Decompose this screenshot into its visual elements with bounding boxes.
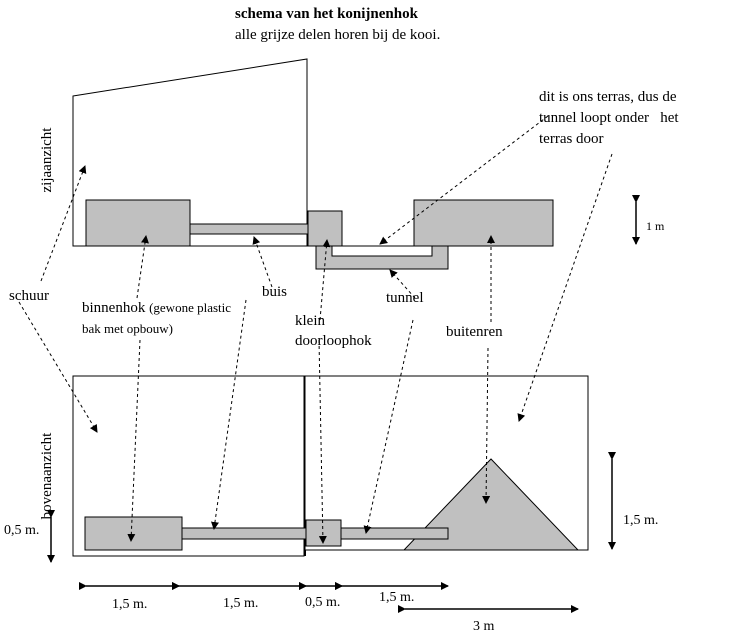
label-binnenhok-name: binnenhok [82, 300, 146, 316]
label-binnenhok: binnenhok (gewone plastic [82, 300, 231, 317]
label-klein-line-2: doorloophok [295, 333, 372, 349]
diagram-title: schema van het konijnenhok [235, 6, 418, 22]
tunnel-side [315, 245, 449, 270]
arrow-schuur-to-side [40, 165, 87, 282]
dim-label-bottom-2: 1,5 m. [223, 596, 259, 611]
terrace-note-line-2: tunnel loopt onder het [539, 110, 679, 126]
label-schuur: schuur [9, 288, 49, 304]
arrow-buitenren-to-top [482, 347, 491, 504]
label-buis: buis [262, 284, 288, 300]
arrow-tunnel-to-top [363, 319, 414, 534]
dim-label-top-height-right: 1,5 m. [623, 513, 659, 528]
label-buitenren: buitenren [446, 324, 503, 340]
label-binnenhok-note-2: bak met opbouw) [82, 321, 173, 336]
dim-label-bottom-4: 1,5 m. [379, 590, 415, 605]
arrow-schuur-to-top [18, 301, 98, 433]
doorloophok-top [305, 519, 342, 547]
buis-top [181, 527, 307, 540]
arrow-buis-to-side [252, 236, 273, 288]
leader-arrows [18, 115, 613, 544]
binnenhok-top [84, 516, 183, 551]
doorloophok-side [307, 210, 343, 247]
dim-label-total: 3 m [473, 619, 495, 634]
binnenhok-side [85, 199, 191, 247]
tunnel-top [340, 527, 449, 540]
label-binnenhok-note-1: (gewone plastic [149, 300, 232, 315]
diagram-subtitle: alle grijze delen horen bij de kooi. [235, 27, 441, 43]
arrow-klein-to-side [319, 239, 331, 321]
buitenren-top [402, 458, 580, 551]
arrow-terras-to-tunnel [379, 115, 549, 245]
buis-side [189, 223, 312, 235]
terrace-note-line-3: terras door [539, 131, 604, 147]
label-tunnel: tunnel [386, 290, 424, 306]
dim-label-bottom-3: 0,5 m. [305, 595, 341, 610]
arrow-tunnel-to-side [389, 269, 416, 299]
arrow-buis-to-top [211, 299, 247, 530]
arrow-binnenhok-to-side [136, 235, 149, 299]
dim-label-side-height: 1 m [646, 219, 665, 233]
arrow-terras-to-top [517, 153, 613, 422]
dim-label-bottom-1: 1,5 m. [112, 597, 148, 612]
view-label-top: bovenaanzicht [39, 432, 55, 520]
dim-label-top-height-left: 0,5 m. [4, 523, 40, 538]
label-klein-line-1: klein [295, 313, 325, 329]
terrace-note-line-1: dit is ons terras, dus de [539, 89, 677, 105]
arrow-klein-to-top [318, 339, 327, 544]
buitenren-side [413, 199, 554, 247]
dimension-arrows [47, 195, 640, 613]
view-label-side: zijaanzicht [39, 127, 55, 193]
